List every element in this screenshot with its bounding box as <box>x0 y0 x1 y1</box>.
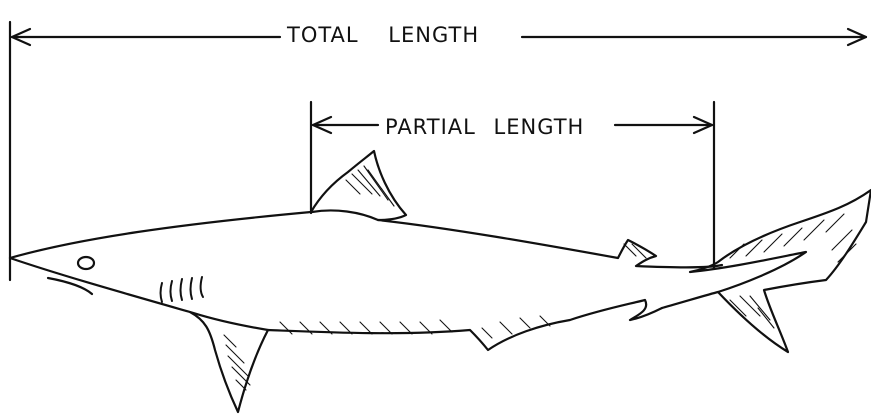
shark-mouth <box>48 278 92 294</box>
shark-body-ventral-edge <box>10 258 662 412</box>
total-length-label: TOTAL LENGTH <box>284 25 482 46</box>
shark-eye <box>78 257 94 269</box>
shark-caudal-fin <box>662 190 871 352</box>
partial-length-label: PARTIAL LENGTH <box>382 117 587 138</box>
shark-dorsal-fin-base <box>312 210 378 220</box>
shark-gill-slits <box>161 277 204 302</box>
